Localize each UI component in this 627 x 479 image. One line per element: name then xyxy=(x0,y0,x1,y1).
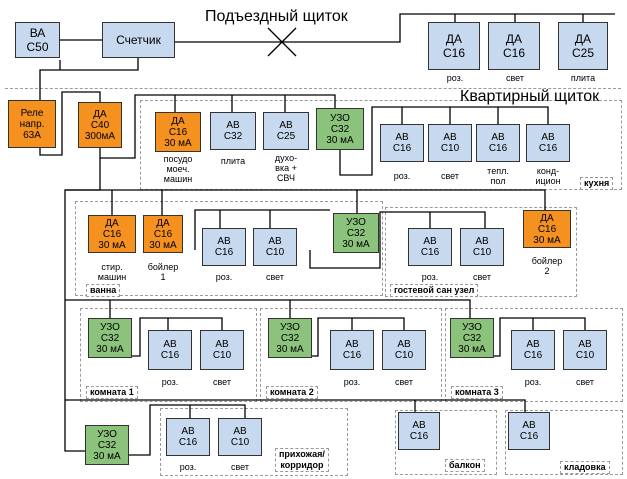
bathroom-zone xyxy=(75,201,383,296)
room2-outlets-label: роз. xyxy=(343,377,361,387)
guest-wc-boiler-rcbo: ДА С16 30 мА xyxy=(523,210,571,248)
room3-light-label: свет xyxy=(575,377,594,387)
entrance-outlets-breaker: ДА С16 xyxy=(428,22,480,70)
kitchen-oven-breaker: АВ С25 xyxy=(263,112,309,150)
kitchen-outlets-label: роз. xyxy=(393,171,411,181)
room1-outlets-breaker: АВ С16 xyxy=(148,330,192,370)
room3-outlets-breaker: АВ С16 xyxy=(511,330,555,370)
room3-rcd: УЗО С32 30 мА xyxy=(450,318,494,358)
kitchen-stove-breaker: АВ С32 xyxy=(210,112,256,150)
kitchen-heated-floor-breaker: АВ С16 xyxy=(476,124,520,162)
bathroom-washer-label: стир. машин xyxy=(97,262,127,282)
entrance-stove-label: плита xyxy=(570,73,596,83)
room1-rcd: УЗО С32 30 мА xyxy=(88,318,132,358)
bathroom-outlets-breaker: АВ С16 xyxy=(202,228,246,266)
bathroom-washer-rcbo: ДА С16 30 мА xyxy=(88,215,136,253)
entrance-stove-breaker: ДА С25 xyxy=(558,22,608,70)
balcony-zone-label: балкон xyxy=(445,459,485,472)
guest-wc-zone xyxy=(385,207,577,297)
kitchen-dishwasher-rcbo: ДА С16 30 мА xyxy=(155,112,201,152)
entrance-light-breaker: ДА С16 xyxy=(488,22,540,70)
hallway-rcd: УЗО С32 30 мА xyxy=(85,425,129,465)
kitchen-oven-label: духо- вка + СВЧ xyxy=(274,153,298,183)
balcony-breaker: АВ С16 xyxy=(398,412,440,450)
kitchen-zone-label: кухня xyxy=(580,177,614,190)
room1-light-breaker: АВ С10 xyxy=(200,330,244,370)
room3-zone xyxy=(445,308,623,402)
electricity-meter: Счетчик xyxy=(102,22,175,58)
room3-zone-label: комната 3 xyxy=(451,386,503,399)
kitchen-light-breaker: АВ С10 xyxy=(428,124,472,162)
room1-outlets-label: роз. xyxy=(161,377,179,387)
apartment-panel-title: Квартирный щиток xyxy=(460,88,600,105)
bathroom-light-label: свет xyxy=(265,272,284,282)
entrance-outlets-label: роз. xyxy=(446,73,464,83)
kitchen-heated-floor-label: тепл. пол xyxy=(487,166,509,186)
main-breaker-va-c50: ВА С50 xyxy=(15,22,60,58)
room3-outlets-label: роз. xyxy=(524,377,542,387)
kitchen-rcd: УЗО С32 30 мА xyxy=(316,108,364,150)
bathroom-boiler-label: бойлер 1 xyxy=(147,262,179,282)
guest-wc-boiler-label: бойлер 2 xyxy=(531,256,563,276)
kitchen-light-label: свет xyxy=(440,171,459,181)
hallway-light-label: свет xyxy=(230,462,249,472)
room3-light-breaker: АВ С10 xyxy=(563,330,607,370)
kitchen-ac-label: конд- ицион xyxy=(535,166,561,186)
room1-zone xyxy=(80,308,257,402)
entrance-light-label: свет xyxy=(505,73,524,83)
voltage-relay: Реле напр. 63А xyxy=(8,100,56,148)
bathroom-zone-label: ванна xyxy=(86,284,121,297)
bathroom-boiler-rcbo: ДА С16 30 мА xyxy=(143,215,183,253)
guest-wc-outlets-breaker: АВ С16 xyxy=(408,228,452,266)
guest-wc-light-breaker: АВ С10 xyxy=(460,228,504,266)
room2-outlets-breaker: АВ С16 xyxy=(330,330,374,370)
pantry-breaker: АВ С16 xyxy=(508,412,550,450)
entrance-panel-divider xyxy=(5,88,621,89)
guest-wc-rcd: УЗО С32 30 мА xyxy=(333,213,379,253)
room2-rcd: УЗО С32 30 мА xyxy=(268,318,312,358)
guest-wc-outlets-label: роз. xyxy=(421,272,439,282)
hallway-zone xyxy=(160,408,348,476)
pantry-zone xyxy=(505,410,623,475)
room2-light-breaker: АВ С10 xyxy=(382,330,426,370)
hallway-light-breaker: АВ С10 xyxy=(218,418,262,456)
room1-zone-label: комната 1 xyxy=(86,386,138,399)
kitchen-ac-breaker: АВ С16 xyxy=(526,124,570,162)
hallway-outlets-breaker: АВ С16 xyxy=(166,418,210,456)
guest-wc-light-label: свет xyxy=(472,272,491,282)
kitchen-dishwasher-label: посудо моеч. машин xyxy=(163,154,193,184)
room2-light-label: свет xyxy=(394,377,413,387)
balcony-zone xyxy=(395,410,497,475)
entrance-panel-title: Подъездный щиток xyxy=(205,8,348,25)
room2-zone xyxy=(260,308,442,402)
bathroom-outlets-label: роз. xyxy=(215,272,233,282)
main-rcbo-c40: ДА С40 300мА xyxy=(78,102,122,148)
kitchen-stove-label: плита xyxy=(220,156,246,166)
kitchen-outlets-breaker: АВ С16 xyxy=(380,124,424,162)
room2-zone-label: комната 2 xyxy=(266,386,318,399)
pantry-zone-label: кладовка xyxy=(560,461,610,474)
room1-light-label: свет xyxy=(212,377,231,387)
hallway-outlets-label: роз. xyxy=(179,462,197,472)
hallway-zone-label: прихожая/ корридор xyxy=(275,448,329,472)
guest-wc-zone-label: гостевой сан узел xyxy=(390,284,479,297)
bathroom-light-breaker: АВ С10 xyxy=(253,228,297,266)
